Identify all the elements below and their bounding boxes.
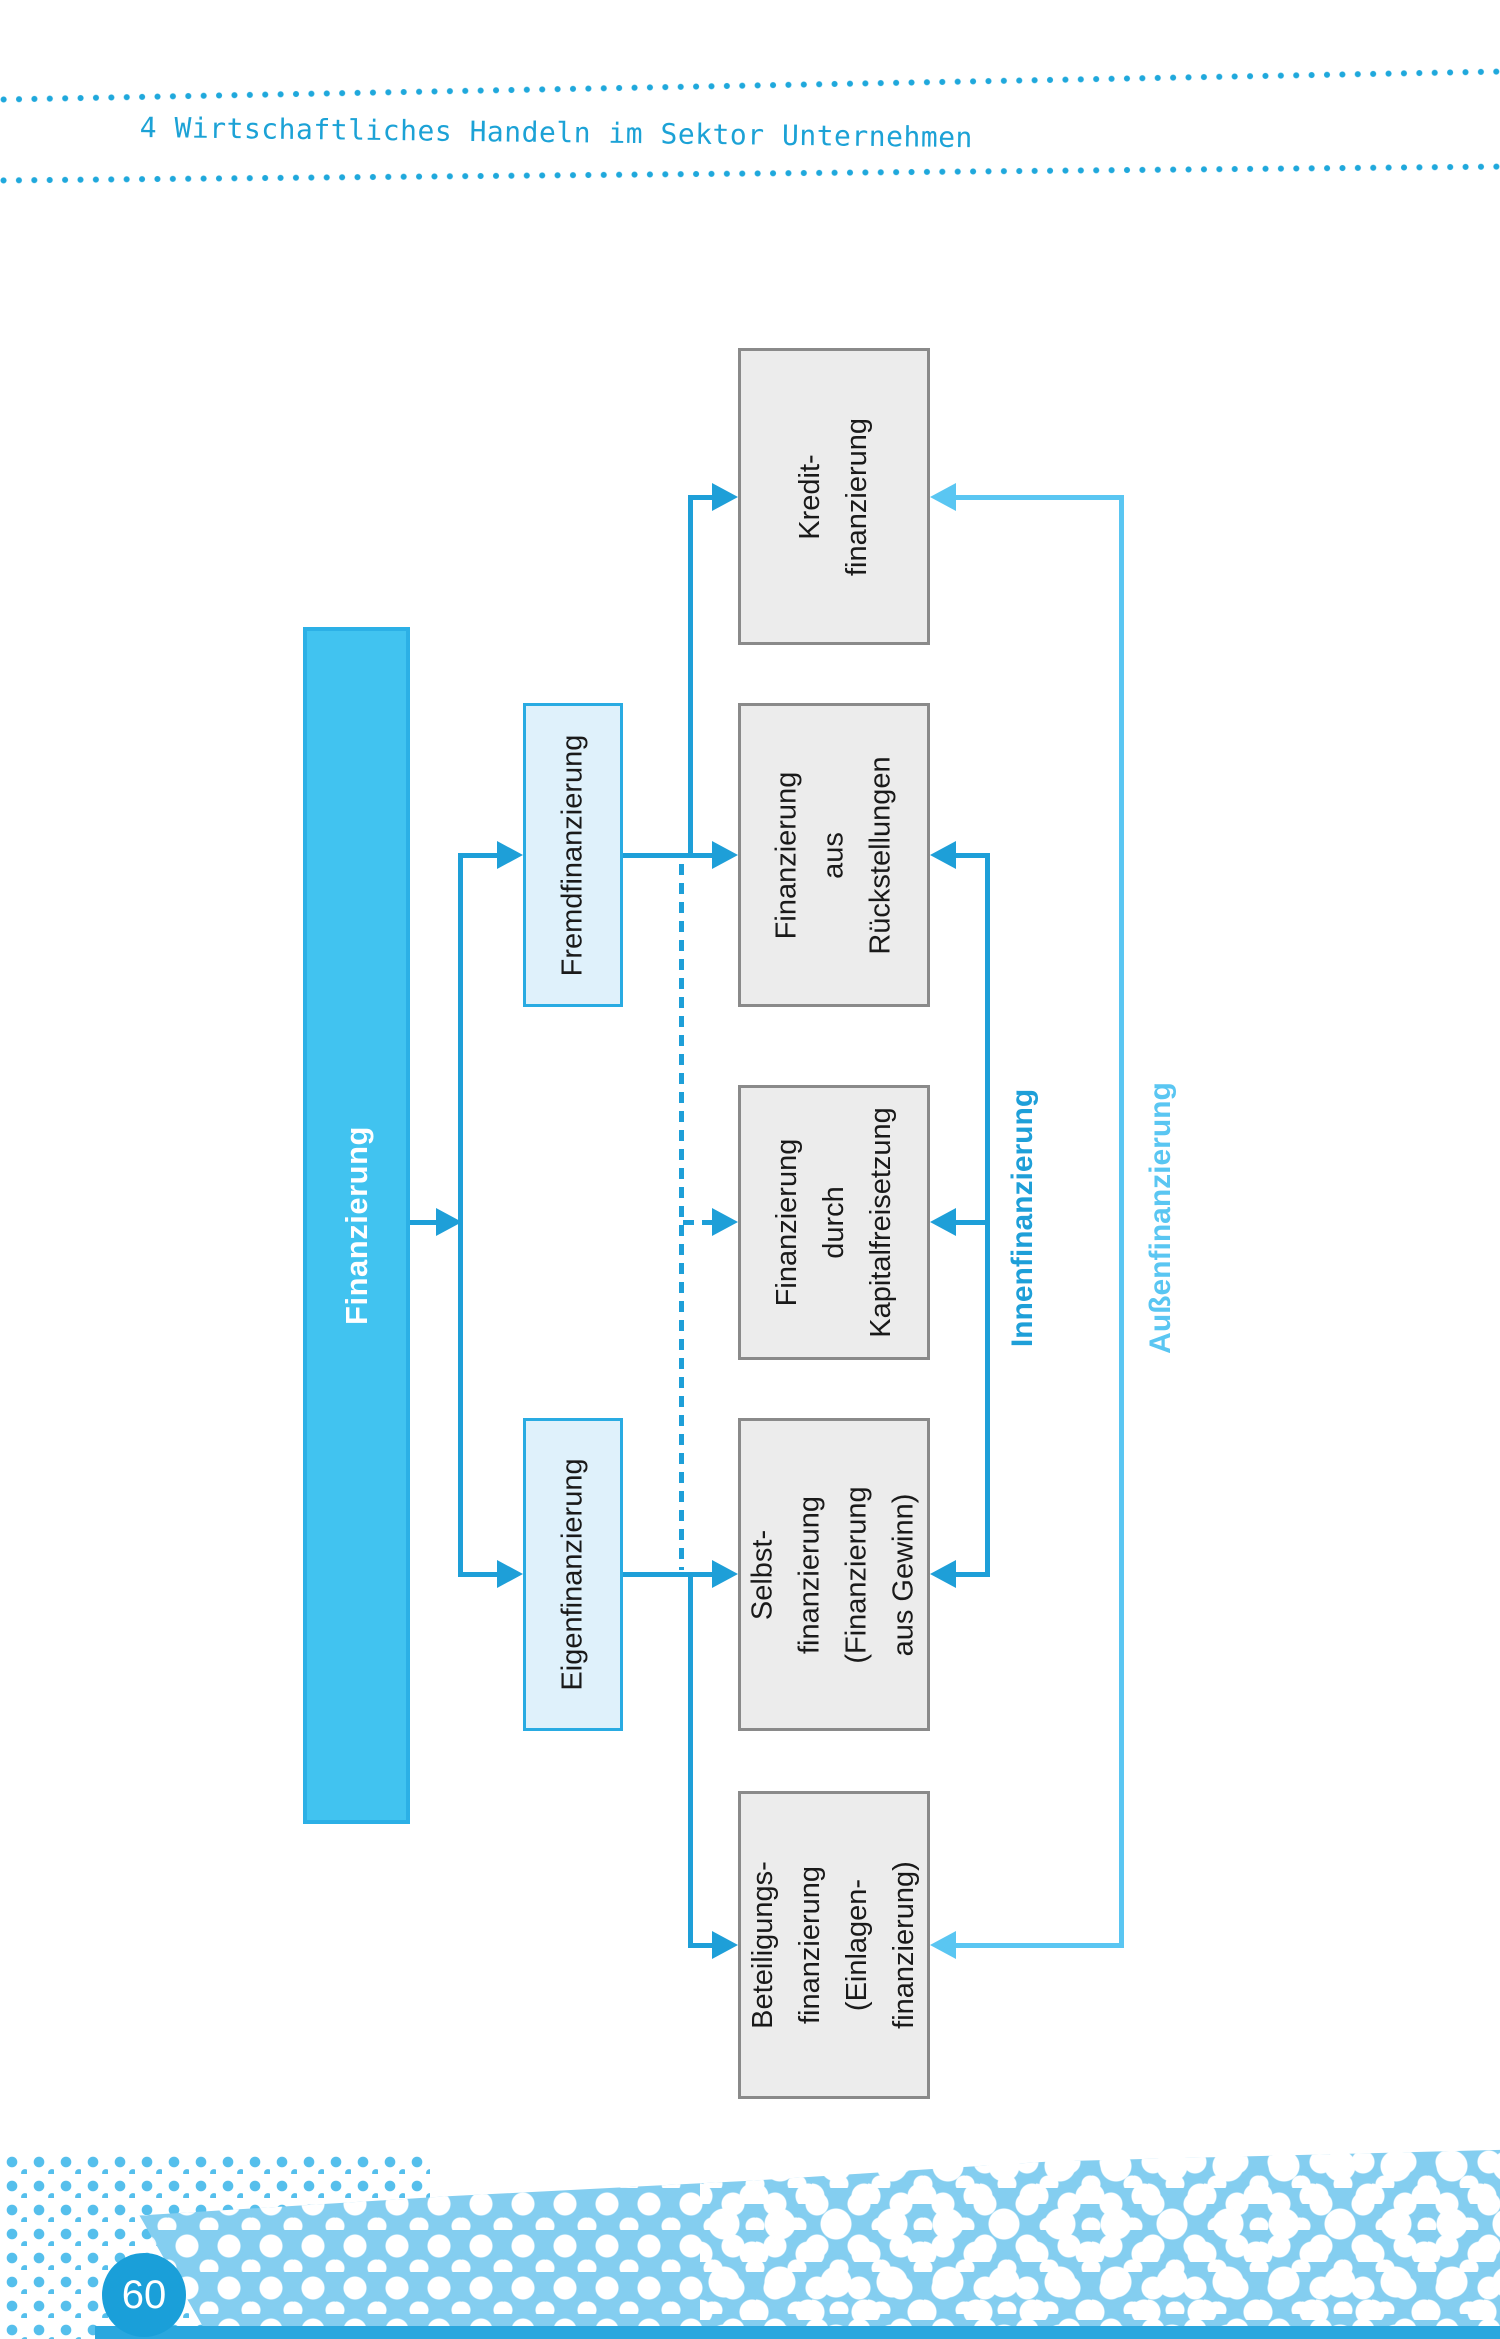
connector-innen-rueckstellungen	[956, 852, 990, 858]
arrow-head-to-fremd	[497, 841, 523, 869]
node-kreditfinanzierung: Kredit- finanzierung	[738, 348, 930, 645]
node-selbstfinanzierung-label: Selbst- finanzierung (Finanzierung aus G…	[746, 1485, 920, 1664]
node-beteiligungsfinanzierung-label: Beteiligungs- finanzierung (Einlagen- fi…	[747, 1861, 920, 2029]
arrow-head-innen-rueckstellungen	[930, 841, 956, 869]
node-finanzierung: Finanzierung	[303, 627, 410, 1824]
arrow-head-aussen-beteiligung	[930, 1931, 956, 1959]
node-kreditfinanzierung-label: Kredit- finanzierung	[794, 417, 873, 576]
node-selbstfinanzierung: Selbst- finanzierung (Finanzierung aus G…	[738, 1418, 930, 1731]
header-dotted-rule-bottom	[0, 163, 1500, 184]
arrow-head-aussen-kredit	[930, 483, 956, 511]
connector-kredit	[690, 494, 712, 500]
connector-to-fremd	[460, 852, 497, 858]
arrow-head-innen-selbst	[930, 1560, 956, 1588]
arrow-head-kapitalfreisetzung	[712, 1208, 738, 1236]
arrow-head-beteiligung	[712, 1931, 738, 1959]
label-aussenfinanzierung: Außenfinanzierung	[1141, 1068, 1181, 1368]
node-fremdfinanzierung: Fremdfinanzierung	[523, 703, 623, 1007]
connector-beteiligung	[690, 1942, 712, 1948]
chapter-heading: 4 Wirtschaftliches Handeln im Sektor Unt…	[139, 111, 974, 155]
footer-bottom-strip	[95, 2326, 1500, 2339]
arrow-head-selbst	[712, 1560, 738, 1588]
node-finanzierung-label: Finanzierung	[339, 1126, 375, 1325]
node-eigenfinanzierung: Eigenfinanzierung	[523, 1418, 623, 1731]
node-fremdfinanzierung-label: Fremdfinanzierung	[556, 734, 589, 976]
label-aussenfinanzierung-text: Außenfinanzierung	[1144, 1082, 1177, 1354]
node-eigenfinanzierung-label: Eigenfinanzierung	[556, 1458, 589, 1691]
arrow-head-innen-kapitalfreisetzung	[930, 1208, 956, 1236]
connector-innen-kapitalfreisetzung	[956, 1219, 990, 1225]
connector-fremd-to-rueckstellungen	[623, 852, 712, 858]
arrow-head-kredit	[712, 483, 738, 511]
connector-up-to-kredit	[687, 494, 693, 858]
connector-aussenfinanzierung	[1118, 494, 1124, 1948]
connector-innen-selbst	[956, 1571, 990, 1577]
arrow-head-rueckstellungen	[712, 841, 738, 869]
node-finanzierung-aus-rueckstellungen: Finanzierung aus Rückstellungen	[738, 703, 930, 1007]
connector-trunk	[457, 852, 463, 1577]
connector-dashed-vertical	[678, 864, 684, 1570]
connector-eigen-to-selbst	[623, 1571, 712, 1577]
page-number: 60	[121, 2272, 167, 2317]
label-innenfinanzierung: Innenfinanzierung	[1003, 1068, 1043, 1368]
header-dotted-rule-top	[0, 67, 1500, 104]
connector-aussen-beteiligung	[956, 1942, 1123, 1948]
node-beteiligungsfinanzierung: Beteiligungs- finanzierung (Einlagen- fi…	[738, 1791, 930, 2099]
connector-to-eigen	[460, 1571, 497, 1577]
connector-innenfinanzierung	[985, 852, 990, 1577]
footer-halftone-band-large-dots	[700, 2149, 1500, 2339]
node-kapitalfreisetzung-label: Finanzierung durch Kapitalfreisetzung	[770, 1107, 897, 1338]
node-finanzierung-durch-kapitalfreisetzung: Finanzierung durch Kapitalfreisetzung	[738, 1085, 930, 1360]
connector-aussen-kredit	[956, 494, 1123, 500]
connector-down-to-beteiligung	[687, 1571, 693, 1948]
connector-root-out	[410, 1219, 438, 1225]
node-rueckstellungen-label: Finanzierung aus Rückstellungen	[770, 755, 897, 955]
page-number-badge: 60	[102, 2253, 186, 2337]
connector-dashed-kapitalfreisetzung	[683, 1219, 712, 1225]
label-innenfinanzierung-text: Innenfinanzierung	[1006, 1088, 1040, 1348]
arrow-head-to-eigen	[497, 1560, 523, 1588]
